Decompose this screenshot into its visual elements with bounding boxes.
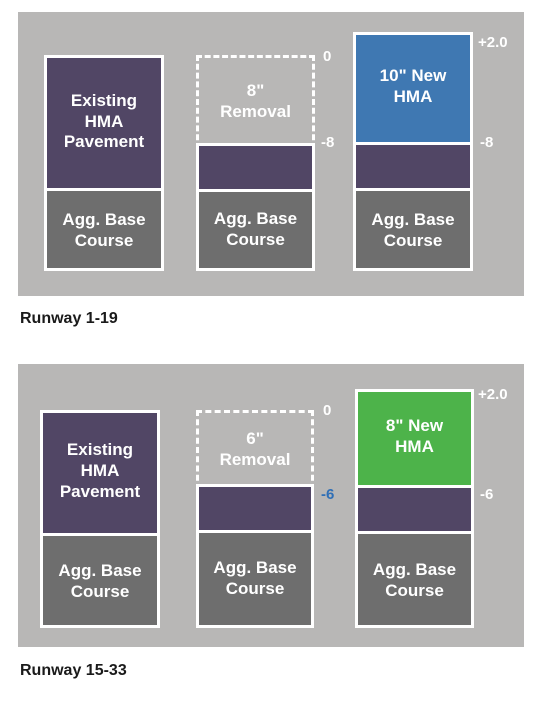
remaining-layers-border: Agg. Base Course: [196, 143, 315, 271]
runway-1-19-diagram: Existing HMA Pavement Agg. Base Course 8…: [18, 12, 524, 296]
removal-dashed-outline: [196, 410, 314, 490]
remaining-hma-layer: [199, 146, 312, 189]
layer-divider: [199, 189, 312, 192]
agg-base-course-layer: Agg. Base Course: [355, 534, 474, 628]
agg-base-course-layer: Agg. Base Course: [353, 191, 473, 271]
removal-top-elevation: 0: [323, 48, 332, 65]
new-mid-elevation: -8: [480, 134, 494, 151]
new-hma-column: 8" New HMA Agg. Base Course: [355, 389, 474, 628]
new-hma-layer: 8" New HMA: [355, 389, 474, 485]
new-hma-layer: 10" New HMA: [353, 32, 473, 142]
removal-top-elevation: 0: [323, 402, 332, 419]
remaining-hma-layer: [199, 487, 311, 530]
removal-dashed-outline: [196, 55, 315, 149]
agg-base-course-layer: Agg. Base Course: [40, 536, 160, 628]
removal-column: 6" Removal Agg. Base Course: [196, 410, 314, 628]
agg-base-course-layer: Agg. Base Course: [44, 191, 164, 271]
runway-15-33-caption: Runway 15-33: [20, 662, 127, 679]
new-mid-elevation: -6: [480, 486, 494, 503]
existing-pavement-column: Existing HMA Pavement Agg. Base Course: [44, 55, 164, 271]
existing-pavement-column: Existing HMA Pavement Agg. Base Course: [40, 410, 160, 628]
runway-15-33-diagram: Existing HMA Pavement Agg. Base Course 6…: [18, 364, 524, 647]
runway-1-19-caption: Runway 1-19: [20, 310, 118, 327]
layer-divider: [355, 485, 474, 488]
agg-base-course-layer: Agg. Base Course: [199, 192, 312, 268]
new-hma-column: 10" New HMA Agg. Base Course: [353, 32, 473, 271]
removal-bottom-elevation: -8: [321, 134, 335, 151]
removal-column: 8" Removal Agg. Base Course: [196, 55, 315, 271]
remaining-hma-layer: [355, 488, 474, 531]
removal-label: 8" Removal: [220, 81, 291, 121]
new-top-elevation: +2.0: [478, 34, 508, 51]
removal-bottom-elevation: -6: [321, 486, 335, 503]
layer-divider: [199, 530, 311, 533]
existing-hma-layer: Existing HMA Pavement: [40, 410, 160, 533]
existing-hma-layer: Existing HMA Pavement: [44, 55, 164, 189]
new-top-elevation: +2.0: [478, 386, 508, 403]
layer-divider: [355, 531, 474, 534]
removal-label: 6" Removal: [219, 429, 291, 469]
remaining-hma-layer: [353, 145, 473, 188]
layer-divider: [353, 188, 473, 191]
remaining-layers-border: Agg. Base Course: [196, 484, 314, 628]
layer-divider: [44, 188, 164, 191]
layer-divider: [353, 142, 473, 145]
layer-divider: [40, 533, 160, 536]
agg-base-course-layer: Agg. Base Course: [199, 533, 311, 625]
